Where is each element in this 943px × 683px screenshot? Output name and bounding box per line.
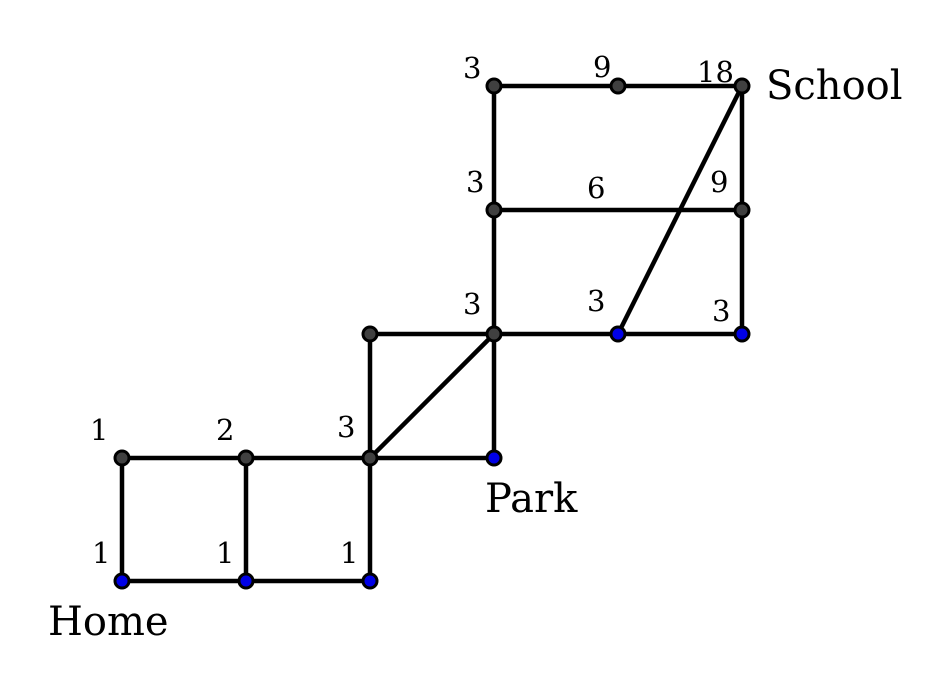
path-count-n5: 2 (216, 413, 234, 447)
path-count-n12: 3 (466, 165, 484, 199)
node-n9 (485, 325, 503, 343)
node-n1 (113, 572, 131, 590)
node-n5 (237, 449, 255, 467)
node-n8 (361, 325, 379, 343)
edge-n10-n16 (615, 83, 745, 337)
node-n11 (733, 325, 751, 343)
path-count-n11: 3 (712, 294, 730, 328)
path-count-n4: 1 (90, 413, 108, 447)
node-n6 (361, 449, 379, 467)
path-count-n6: 3 (337, 410, 355, 444)
edges-layer (119, 83, 745, 584)
path-count-n1: 1 (92, 536, 110, 570)
node-n3 (361, 572, 379, 590)
node-n10 (609, 325, 627, 343)
path-count-n2: 1 (216, 536, 234, 570)
school-label: School (766, 63, 903, 109)
park-label: Park (485, 476, 578, 522)
node-n2 (237, 572, 255, 590)
path-count-n16: 18 (697, 55, 734, 89)
node-n12 (485, 201, 503, 219)
node-n7 (485, 449, 503, 467)
node-n13 (609, 77, 627, 95)
node-n15 (733, 201, 751, 219)
path-count-n9: 3 (463, 287, 481, 321)
path-count-n10: 3 (587, 284, 605, 318)
node-n4 (113, 449, 131, 467)
home-label: Home (48, 599, 169, 645)
path-count-n14: 3 (463, 51, 481, 85)
node-n14 (485, 77, 503, 95)
path-count-crossing: 6 (587, 171, 605, 205)
path-count-n15: 9 (710, 165, 728, 199)
path-count-n13: 9 (593, 50, 611, 84)
counts-layer: 1 1 1 1 2 3 3 3 3 3 9 3 9 18 6 (90, 50, 734, 570)
nodes-layer (113, 77, 751, 590)
path-count-n3: 1 (340, 536, 358, 570)
node-n16 (733, 77, 751, 95)
edge-n6-n9 (367, 331, 497, 461)
